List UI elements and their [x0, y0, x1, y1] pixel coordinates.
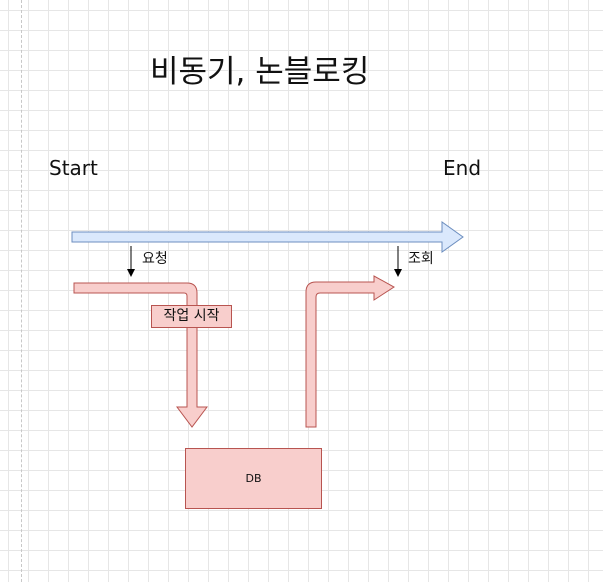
- db-box[interactable]: DB: [185, 448, 322, 509]
- request-arrowhead: [127, 269, 135, 277]
- start-label: Start: [49, 156, 98, 180]
- task-start-label: 작업 시작: [151, 305, 232, 328]
- query-arrowhead: [394, 269, 402, 277]
- diagram-title: 비동기, 논블로킹: [150, 54, 370, 90]
- task-up-arrow[interactable]: [305, 275, 395, 428]
- timeline-arrow[interactable]: [71, 221, 464, 253]
- page-border-line: [21, 0, 22, 582]
- query-label: 조회: [408, 251, 434, 267]
- request-label: 요청: [142, 251, 168, 267]
- end-label: End: [443, 156, 482, 180]
- task-down-arrow[interactable]: [73, 282, 208, 428]
